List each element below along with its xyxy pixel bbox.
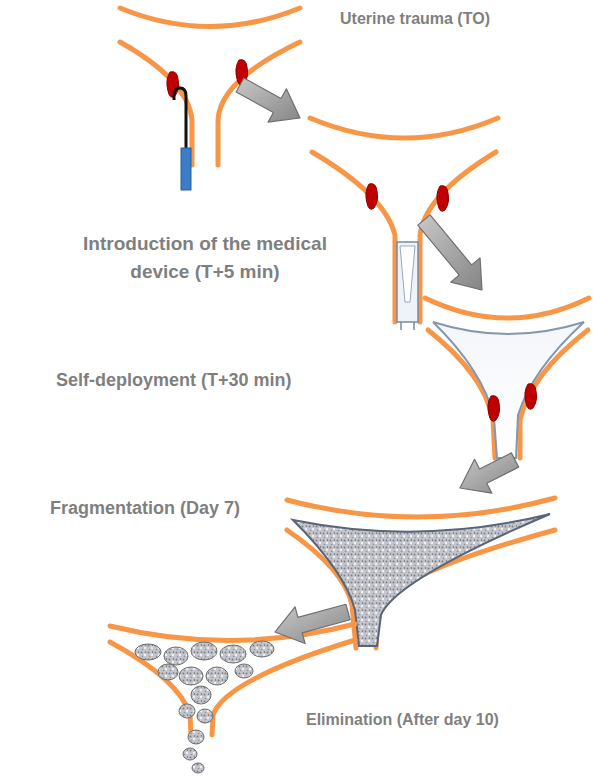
fragmentation-stage xyxy=(287,498,555,517)
device-applicator xyxy=(413,322,415,330)
trauma-stage xyxy=(120,42,192,165)
trauma-stage xyxy=(120,8,300,27)
device-applicator xyxy=(400,322,402,330)
deployment-stage xyxy=(425,298,589,458)
device-fragment xyxy=(188,730,204,744)
process-arrow xyxy=(236,78,300,122)
device-fragment xyxy=(235,664,253,678)
device-applicator xyxy=(397,242,418,322)
blood-spot xyxy=(488,396,500,422)
device-fragment xyxy=(135,644,161,660)
fragmenting-device xyxy=(293,514,550,646)
stage-illustration: Uterine trauma (TO) xyxy=(112,2,240,192)
device-fragment xyxy=(135,641,274,773)
device-fragment xyxy=(179,704,195,718)
device-fragment xyxy=(158,664,178,680)
device-fragment xyxy=(183,748,197,760)
stage-illustration: Elimination (After day 10) xyxy=(105,615,275,770)
device-fragment xyxy=(191,686,211,704)
blood-spot xyxy=(366,184,378,210)
device-fragment xyxy=(191,642,217,660)
blood-spot xyxy=(525,384,537,410)
insertion-tool xyxy=(174,88,191,190)
stage-caption: Fragmentation (Day 7) xyxy=(50,496,240,520)
stage-caption: Introduction of the medical device (T+5 … xyxy=(55,230,355,286)
deployment-stage xyxy=(425,298,589,318)
process-arrow xyxy=(460,453,519,493)
blood-spot xyxy=(488,384,537,422)
deployed-device xyxy=(433,322,584,458)
device-fragment xyxy=(197,709,213,723)
introduction-stage xyxy=(310,118,498,322)
stage-illustration: Self-deployment (T+30 min) xyxy=(425,290,590,460)
device-fragment xyxy=(206,667,228,685)
stage-caption: Elimination (After day 10) xyxy=(306,709,499,731)
device-fragment xyxy=(192,763,204,773)
device-applicator xyxy=(400,246,415,302)
trauma-stage xyxy=(120,8,300,165)
device-fragment xyxy=(220,645,246,663)
device-fragment xyxy=(250,641,274,657)
blood-spot xyxy=(366,184,449,212)
blood-spot xyxy=(437,186,449,212)
device-fragment xyxy=(179,667,203,685)
process-arrow xyxy=(418,215,482,290)
elimination-stage xyxy=(110,642,191,735)
device-applicator xyxy=(397,242,418,330)
stage-illustration: Introduction of the medical device (T+5 … xyxy=(300,108,424,323)
blood-spot xyxy=(167,60,248,98)
trauma-stage xyxy=(218,42,300,165)
stage-caption: Self-deployment (T+30 min) xyxy=(56,368,292,392)
introduction-stage xyxy=(310,118,498,138)
insertion-tool xyxy=(181,148,191,190)
stage-caption: Uterine trauma (TO) xyxy=(340,8,490,30)
process-arrow xyxy=(275,604,350,643)
stage-illustration: Fragmentation (Day 7) xyxy=(348,488,558,648)
device-fragment xyxy=(164,647,188,665)
